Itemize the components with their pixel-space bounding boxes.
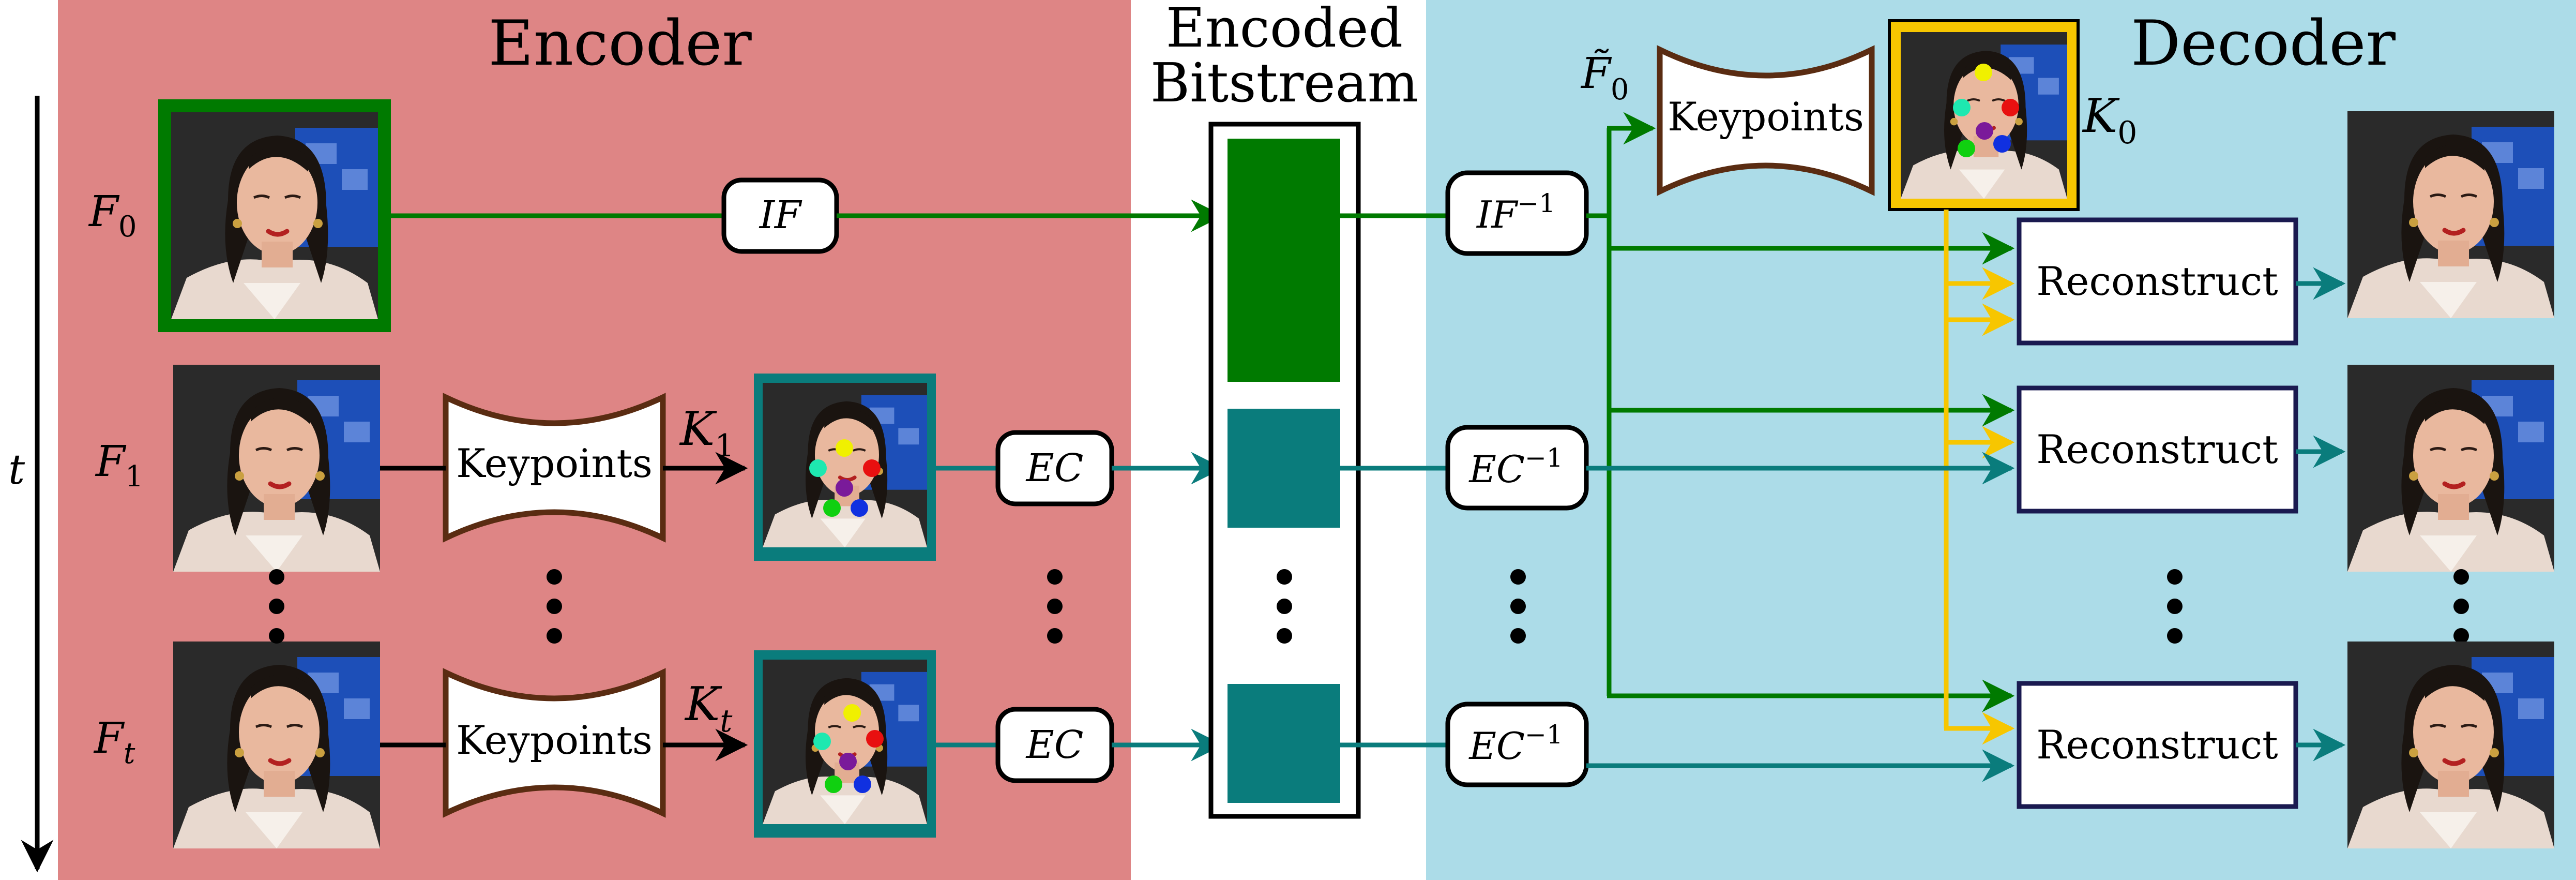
frame-f0-image bbox=[171, 112, 378, 319]
decoder-vertical-dots-3 bbox=[2453, 569, 2469, 644]
decoder-vertical-dots-1 bbox=[1510, 569, 1526, 644]
encoder-vertical-dots-3 bbox=[1047, 569, 1063, 644]
keypoint-frame-k1-image bbox=[763, 383, 927, 547]
ec-inv-box-ft bbox=[1445, 702, 1589, 787]
bitstream-block-f0 bbox=[1228, 139, 1340, 382]
ec-inv-label-f1: EC−1 bbox=[1468, 443, 1563, 491]
bitstream-block-f1 bbox=[1228, 409, 1340, 528]
encoder-vertical-dots-1 bbox=[269, 569, 284, 644]
reconstruct-label-1: Reconstruct bbox=[2036, 258, 2278, 304]
encoder-title: Encoder bbox=[488, 8, 752, 80]
frame-label-f1: F1 bbox=[95, 437, 144, 494]
encoder-vertical-dots-2 bbox=[547, 569, 562, 644]
bitstream-vertical-dots bbox=[1277, 569, 1292, 644]
keypoints-block-f1 bbox=[443, 393, 666, 543]
keypoint-markers-kt bbox=[813, 704, 884, 793]
keypoints-label-ft: Keypoints bbox=[456, 717, 653, 763]
keypoint-markers-k1 bbox=[809, 439, 881, 517]
ec-label-f1: EC bbox=[1025, 446, 1084, 490]
output-frame-1-image bbox=[2347, 111, 2554, 318]
decoder-vertical-dots-2 bbox=[2167, 569, 2183, 644]
output-frame-3-image bbox=[2347, 642, 2554, 848]
k1-label: K1 bbox=[679, 402, 734, 464]
frame-label-ft: Ft bbox=[93, 714, 135, 770]
frame-ft-image bbox=[173, 642, 380, 848]
k0-label: K0 bbox=[2082, 89, 2137, 151]
keypoints-block-decoder bbox=[1657, 45, 1875, 196]
kt-label: Kt bbox=[684, 677, 733, 739]
reconstruct-label-2: Reconstruct bbox=[2036, 426, 2278, 472]
bitstream-block-ft bbox=[1228, 684, 1340, 803]
if-inv-box bbox=[1445, 170, 1589, 256]
if-inv-label: IF−1 bbox=[1476, 188, 1555, 236]
frame-f1-image bbox=[173, 365, 380, 572]
keypoints-block-ft bbox=[443, 668, 666, 818]
time-axis-label: t bbox=[8, 445, 25, 494]
bitstream-title-line1: Encoded bbox=[1166, 0, 1403, 59]
decoder-title: Decoder bbox=[2131, 8, 2396, 80]
frame-label-f0: F0 bbox=[88, 187, 137, 244]
if-label: IF bbox=[759, 193, 802, 237]
ec-label-ft: EC bbox=[1025, 723, 1084, 767]
keypoint-markers-k0 bbox=[1953, 64, 2019, 157]
output-frame-2-image bbox=[2347, 365, 2554, 572]
ec-inv-label-ft: EC−1 bbox=[1468, 720, 1563, 768]
keypoints-label-decoder: Keypoints bbox=[1668, 94, 1864, 140]
bitstream-title-line2: Bitstream bbox=[1150, 51, 1419, 114]
keypoint-frame-k0-image bbox=[1901, 32, 2067, 199]
reconstruct-box-1 bbox=[2017, 217, 2298, 346]
reconstruct-label-3: Reconstruct bbox=[2036, 722, 2278, 768]
keypoints-label-f1: Keypoints bbox=[456, 440, 653, 486]
keypoint-frame-kt-image bbox=[763, 660, 927, 824]
f0-tilde-label: F̃0 bbox=[1580, 49, 1629, 107]
